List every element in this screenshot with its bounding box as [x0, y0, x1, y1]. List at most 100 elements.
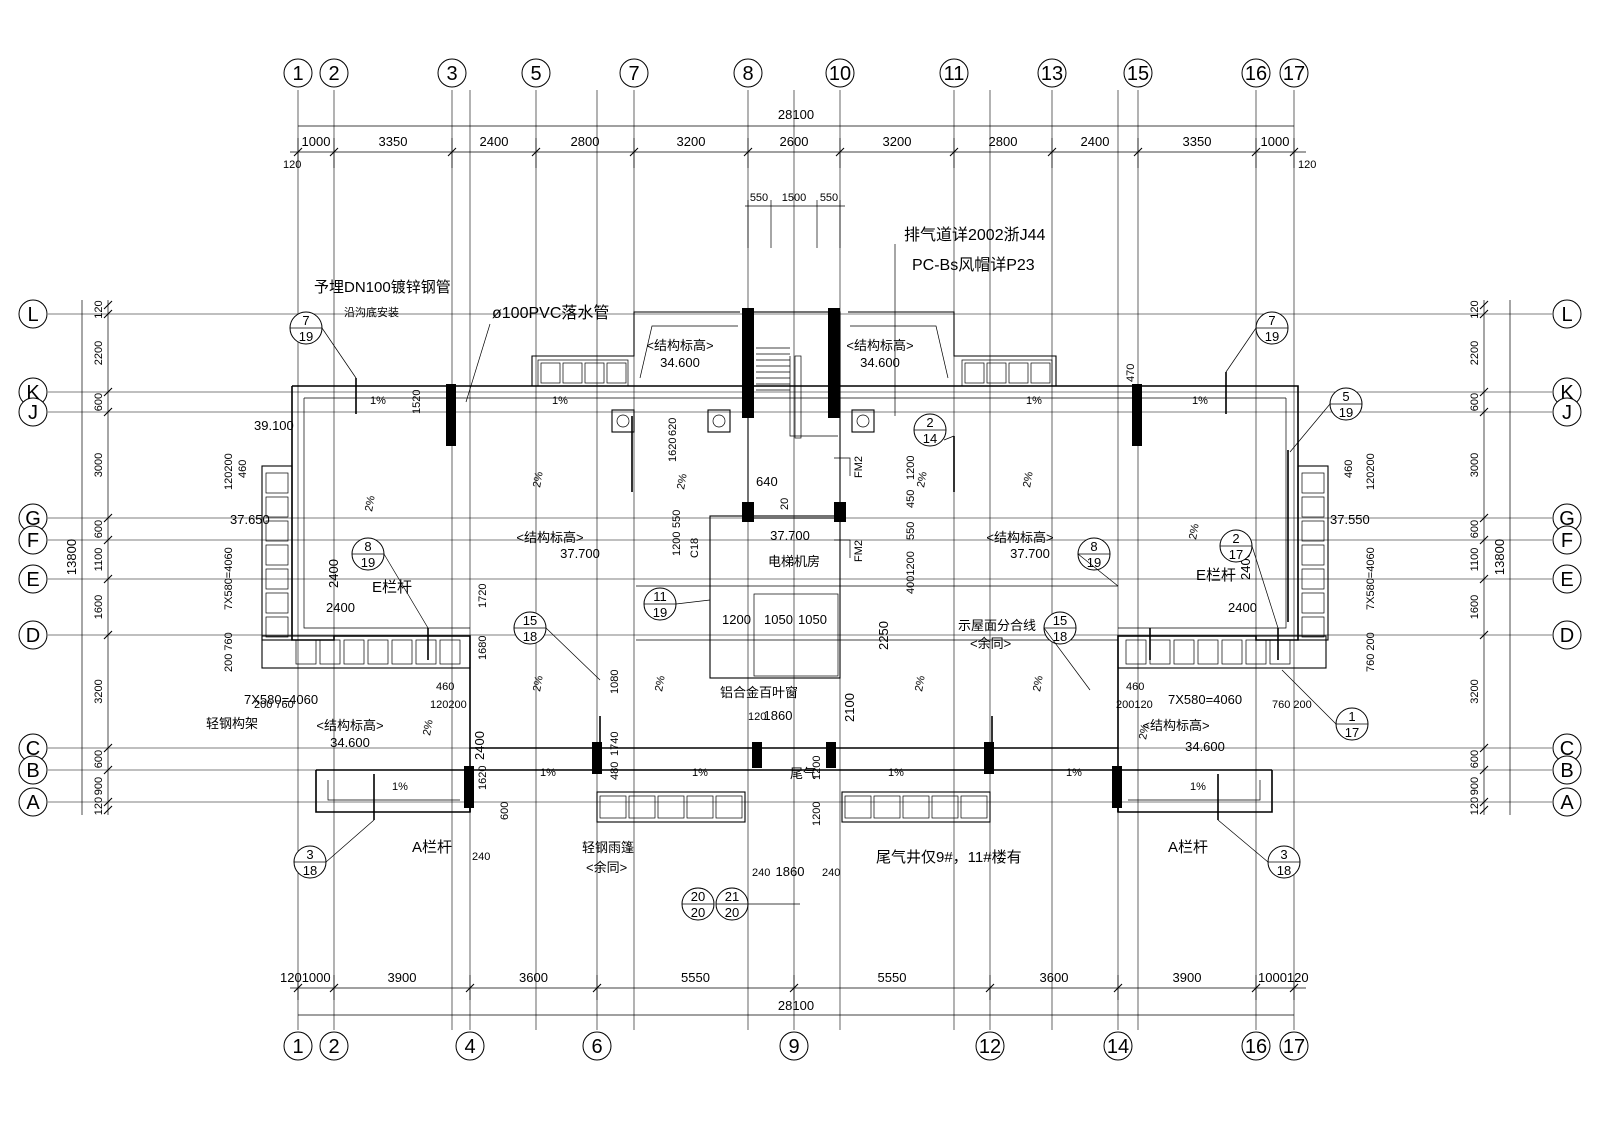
detail-callout-top-11: 3 — [306, 847, 313, 862]
dim-left-tick — [103, 630, 113, 640]
canopy-left-slat — [715, 795, 743, 819]
detail-callout-bottom-6: 19 — [1087, 555, 1101, 570]
dim-bottom-3: 5550 — [878, 970, 907, 985]
callout-leader-2 — [1225, 327, 1257, 373]
d1860-top: 1860 — [764, 708, 793, 723]
axis-left-E-circle — [18, 564, 48, 594]
axis-top-13-circle — [1037, 58, 1067, 88]
frame-label: 轻钢构架 — [206, 716, 258, 731]
slope-2pct-3: 2% — [915, 471, 930, 489]
dim-left-8: 600 — [93, 750, 105, 768]
column-10 — [464, 766, 474, 808]
d1680: 1680 — [477, 636, 489, 660]
dim-left-4: 600 — [93, 520, 105, 538]
axis-top-7-circle — [619, 58, 649, 88]
axis-top-2-circle — [319, 58, 349, 88]
canopy-right-slat — [931, 795, 959, 819]
louver-row-right-slat — [1149, 639, 1171, 665]
dim-top-3: 2800 — [571, 134, 600, 149]
dim-left-tick — [103, 300, 113, 310]
louver-row-left-slat — [319, 639, 341, 665]
louver-slat — [1008, 362, 1029, 384]
machine-room-shaft — [753, 593, 839, 677]
dim-right-tick — [1479, 513, 1489, 523]
slope-2pct-10: 2% — [421, 719, 436, 737]
column-11 — [1112, 766, 1122, 808]
dim-right-7: 3200 — [1469, 679, 1481, 703]
axis-left-D-label: D — [26, 625, 40, 647]
elev-39100: 39.100 — [254, 418, 294, 433]
detail-callout-top-12: 20 — [691, 889, 705, 904]
dim-right-tick — [1479, 743, 1489, 753]
slope-1pct-6: 1% — [888, 767, 904, 779]
dim-bottom-5: 3900 — [1173, 970, 1202, 985]
axis-top-15-circle — [1123, 58, 1153, 88]
axis-bottom-16-circle — [1241, 1031, 1271, 1061]
elev-37650: 37.650 — [230, 512, 270, 527]
slope-2pct-7: 2% — [653, 675, 668, 693]
louver-row-left-slat — [343, 639, 365, 665]
axis-top-11-label: 11 — [944, 63, 965, 85]
dim-left-tick — [103, 387, 113, 397]
axis-right-B-circle — [1552, 755, 1582, 785]
axis-left-A-label: A — [26, 792, 40, 814]
callout-leader-9 — [1043, 627, 1091, 691]
elev-37700-2: 37.700 — [770, 528, 810, 543]
axis-top-13-label: 13 — [1041, 63, 1063, 85]
d450: 450 — [905, 490, 917, 508]
d2400-c: 2400 — [472, 731, 487, 760]
a-rail-right: A栏杆 — [1168, 839, 1208, 856]
louver-right-slat — [1301, 616, 1325, 638]
dim-left-total: 13800 — [64, 539, 79, 575]
axis-right-D-circle — [1552, 620, 1582, 650]
d120-c: 120 — [748, 711, 766, 723]
axis-top-17-label: 17 — [1283, 63, 1305, 85]
detail-callout-bottom-3: 19 — [1339, 405, 1353, 420]
axis-bottom-4-label: 4 — [464, 1036, 475, 1058]
axis-bottom-6-circle — [582, 1031, 612, 1061]
bay-top-right-inner — [850, 325, 949, 379]
dim-right-tick — [1479, 574, 1489, 584]
dim-right-5: 1100 — [1469, 548, 1481, 572]
detail-callout-top-0: 7 — [302, 313, 309, 328]
slope-2pct-5: 2% — [1187, 523, 1202, 541]
roof-inner-right — [1118, 398, 1287, 629]
dim-top-edge-right: 120 — [1298, 159, 1316, 171]
d7x580-vleft: 7X580=4060 — [223, 547, 235, 610]
detail-callout-top-3: 5 — [1342, 389, 1349, 404]
axis-right-F-label: F — [1561, 530, 1573, 552]
dim-right-tick — [1479, 797, 1489, 807]
d2250: 2250 — [876, 621, 891, 650]
detail-callout-top-14: 3 — [1280, 847, 1287, 862]
dim-top-0: 1000 — [302, 134, 331, 149]
axis-top-1-circle — [283, 58, 313, 88]
axis-bottom-12-circle — [975, 1031, 1005, 1061]
column-4 — [742, 502, 754, 522]
axis-right-B-label: B — [1560, 760, 1573, 782]
axis-left-B-label: B — [26, 760, 39, 782]
axis-right-D-label: D — [1560, 625, 1574, 647]
d2100: 2100 — [842, 693, 857, 722]
axis-left-C-label: C — [26, 738, 40, 760]
elev-34600-3: 34.600 — [1185, 739, 1225, 754]
canopy-left-slat — [686, 795, 714, 819]
dim-bottom-1: 3600 — [519, 970, 548, 985]
dim-right-2: 600 — [1469, 393, 1481, 411]
dim-bottom-2: 5550 — [681, 970, 710, 985]
vent-3-circle — [856, 414, 870, 428]
louver-slat — [562, 362, 583, 384]
stair-well — [794, 355, 802, 439]
slope-2pct-6: 2% — [531, 675, 546, 693]
pvc-note: ø100PVC落水管 — [492, 304, 609, 322]
louver-right-slat — [1301, 496, 1325, 518]
axis-left-B-circle — [18, 755, 48, 785]
dim-right-6: 1600 — [1469, 595, 1481, 619]
struct-elev-1: <结构标高> — [846, 338, 913, 353]
dim-top-9: 3350 — [1183, 134, 1212, 149]
canopy-label: 轻钢雨篷 — [582, 840, 634, 855]
dim-left-3: 3000 — [93, 453, 105, 477]
slope-1pct-2: 1% — [1026, 395, 1042, 407]
slope-2pct-4: 2% — [1021, 471, 1036, 489]
fm2-upper: FM2 — [853, 456, 865, 478]
